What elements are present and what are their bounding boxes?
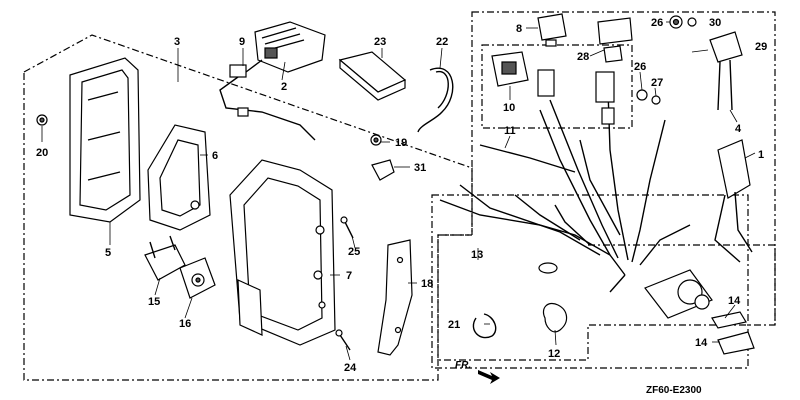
- relay-part-8: [537, 13, 567, 47]
- callout-25: 25: [348, 246, 360, 258]
- callout-6: 6: [212, 150, 218, 162]
- callout-labels: 1 2 3 4 5 6 7 8 9 10 11 12 13 14 14 15 1…: [36, 17, 767, 374]
- screw-part-24: [335, 329, 351, 351]
- screw-part-25: [340, 216, 354, 239]
- switch-part-1: [714, 139, 753, 263]
- washer-part-30: [687, 17, 697, 27]
- callout-28: 28: [577, 51, 589, 63]
- callout-23: 23: [374, 36, 386, 48]
- clip-part-19: [370, 134, 382, 146]
- pad-part-23: [338, 51, 407, 101]
- nut-part-26a: [669, 15, 683, 29]
- screw-part-20: [36, 114, 48, 126]
- regulator-part-2: [254, 21, 326, 73]
- fuse-box-part-10: [491, 51, 529, 87]
- callout-24: 24: [344, 362, 357, 374]
- clip-part-31: [371, 159, 395, 181]
- grommet-part-12: [542, 302, 568, 333]
- callout-26a: 26: [651, 17, 663, 29]
- nut-part-26b: [636, 89, 648, 101]
- callout-12: 12: [548, 348, 560, 360]
- fuse-holder-part-28: [597, 17, 633, 63]
- stay-part-18: [377, 239, 413, 356]
- front-direction-label: FR.: [455, 360, 471, 371]
- terminal-part-29: [709, 31, 743, 111]
- callout-31: 31: [414, 162, 426, 174]
- callout-22: 22: [436, 36, 448, 48]
- callout-27: 27: [651, 77, 663, 89]
- callout-13: 13: [471, 249, 483, 261]
- callout-9: 9: [239, 36, 245, 48]
- callout-16: 16: [179, 318, 191, 330]
- callout-14b: 14: [695, 337, 708, 349]
- bracket-part-6: [147, 124, 211, 231]
- switch-part-16: [179, 257, 216, 299]
- callout-14a: 14: [728, 295, 741, 307]
- connectors: [537, 69, 615, 125]
- band-part-22: [417, 67, 454, 133]
- callout-26b: 26: [634, 61, 646, 73]
- outline-control-box: [23, 34, 473, 381]
- callout-2: 2: [281, 81, 287, 93]
- callout-29: 29: [755, 41, 767, 53]
- callout-11: 11: [504, 125, 516, 137]
- outline-wire-harness: [437, 11, 776, 361]
- callout-3: 3: [174, 36, 180, 48]
- breaker-part-15: [144, 235, 186, 281]
- grommet-small: [538, 262, 558, 274]
- group-outlines: [23, 11, 776, 381]
- outline-ignition-switch: [431, 194, 749, 369]
- front-direction-indicator: FR.: [455, 360, 500, 384]
- sub-harness-part-9: [219, 59, 316, 141]
- control-panel-part-7: [229, 159, 336, 346]
- callout-15: 15: [148, 296, 160, 308]
- callout-4: 4: [735, 123, 742, 135]
- front-arrow-icon: [478, 370, 500, 384]
- callout-5: 5: [105, 247, 111, 259]
- key-part-14: [711, 311, 755, 355]
- outline-main-harness-area: [588, 244, 776, 325]
- outline-fuse-box: [481, 44, 633, 129]
- callout-21: 21: [448, 319, 460, 331]
- wire-harness-part-13: [439, 89, 691, 293]
- callout-19: 19: [395, 137, 407, 149]
- callout-1: 1: [758, 149, 764, 161]
- clip-part-21: [472, 313, 497, 339]
- washer-part-27: [651, 95, 661, 105]
- ignition-switch-part: [644, 269, 713, 319]
- leader-lines: [41, 21, 756, 361]
- callout-8: 8: [516, 23, 522, 35]
- callout-30: 30: [709, 17, 721, 29]
- diagram-code: ZF60-E2300: [646, 385, 702, 396]
- case-cover-part: [69, 57, 141, 223]
- callout-10: 10: [503, 102, 515, 114]
- callout-20: 20: [36, 147, 48, 159]
- callout-18: 18: [421, 278, 433, 290]
- callout-7: 7: [346, 270, 352, 282]
